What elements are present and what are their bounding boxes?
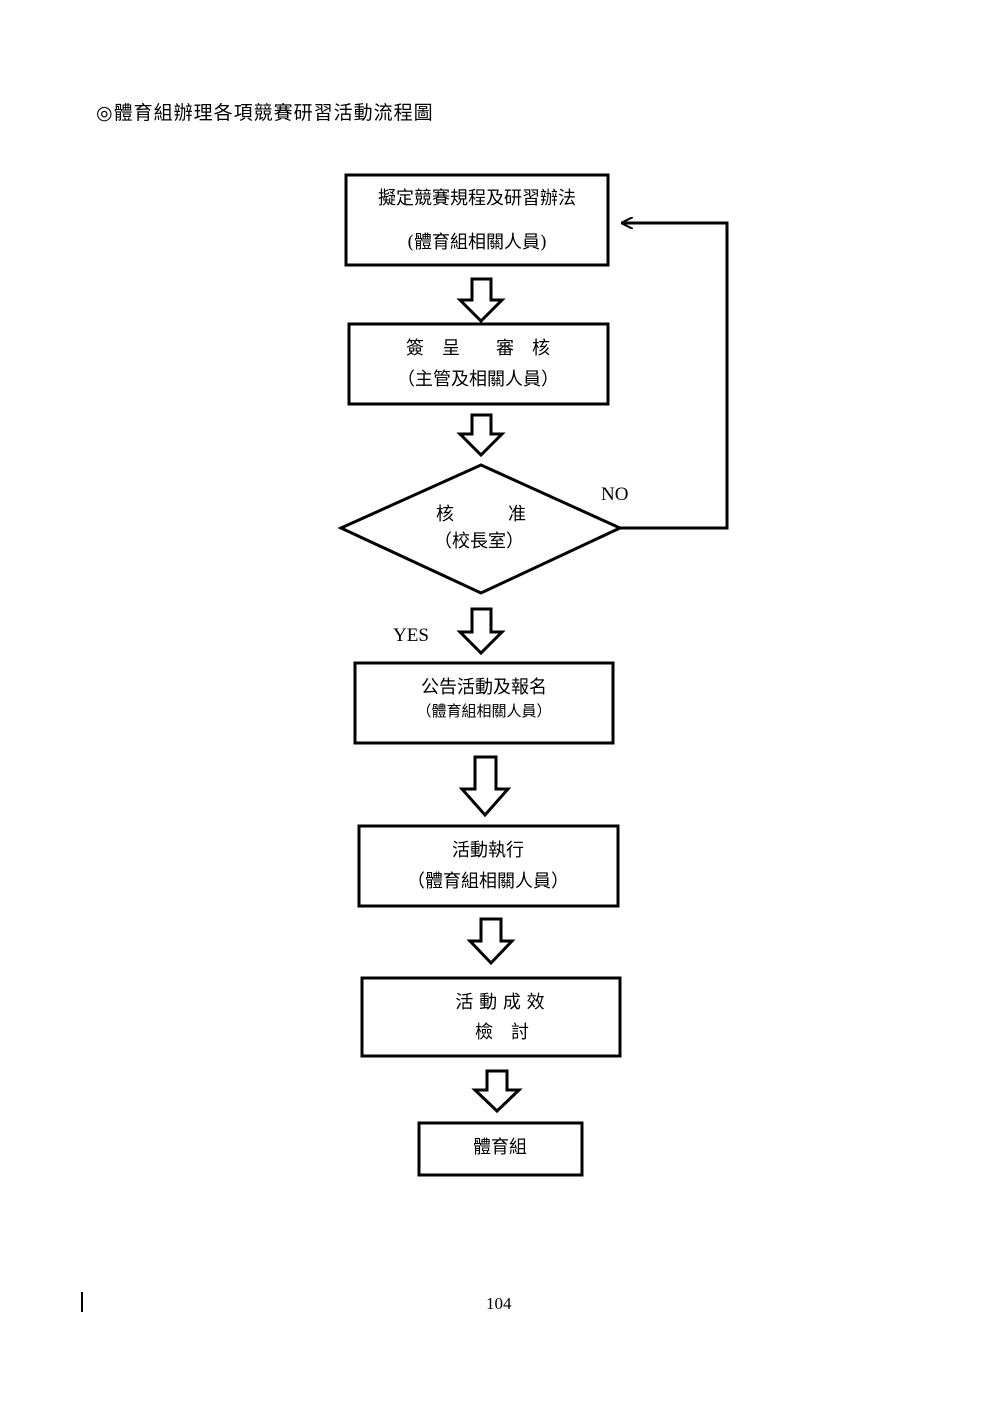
step-box-execute-activity: 活動執行 （體育組相關人員） xyxy=(357,824,620,908)
no-label: NO xyxy=(601,484,628,505)
down-arrow-icon xyxy=(456,277,506,324)
decision-approve: 核 准 （校長室） xyxy=(337,463,624,595)
step-box-pe-section: 體育組 xyxy=(417,1121,584,1177)
down-arrow-icon xyxy=(466,917,516,966)
page-number: 104 xyxy=(486,1294,512,1313)
down-arrow-icon xyxy=(456,413,506,458)
yes-label: YES xyxy=(393,625,429,646)
step-box-plan-rules: 擬定競賽規程及研習辦法 (體育組相關人員) xyxy=(344,173,610,267)
down-arrow-icon xyxy=(456,607,506,656)
step-box-review-results: 活 動 成 效 檢 討 xyxy=(360,976,622,1058)
step5-subtitle: 檢 討 xyxy=(475,1022,529,1043)
step-box-submit-review: 簽 呈 審 核 （主管及相關人員） xyxy=(347,322,610,406)
step2-subtitle: （主管及相關人員） xyxy=(397,369,559,390)
step-box-announce-register: 公告活動及報名 （體育組相關人員） xyxy=(353,661,615,745)
step3-title: 公告活動及報名 xyxy=(421,677,547,698)
step1-title: 擬定競賽規程及研習辦法 xyxy=(378,187,576,209)
decision-subtitle: （校長室） xyxy=(434,531,524,552)
down-arrow-icon xyxy=(458,755,512,818)
step4-title: 活動執行 xyxy=(452,840,524,861)
page-title: ◎體育組辦理各項競賽研習活動流程圖 xyxy=(96,102,434,124)
step6-title: 體育組 xyxy=(473,1137,527,1158)
step3-subtitle: （體育組相關人員） xyxy=(416,702,551,720)
down-arrow-icon xyxy=(471,1069,523,1114)
step1-subtitle: (體育組相關人員) xyxy=(407,232,547,253)
step2-title: 簽 呈 審 核 xyxy=(406,338,550,359)
step4-subtitle: （體育組相關人員） xyxy=(407,871,569,892)
step5-title: 活 動 成 效 xyxy=(455,992,544,1013)
margin-bar xyxy=(81,1292,83,1312)
decision-title: 核 准 xyxy=(436,504,526,525)
no-branch-connector xyxy=(620,223,729,530)
